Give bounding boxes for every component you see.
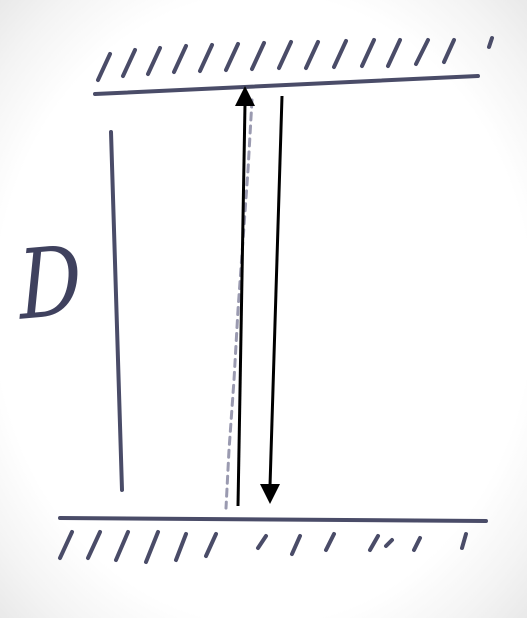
distance-label: D (15, 224, 85, 342)
bottom-plate (58, 516, 488, 523)
top-plate (93, 74, 480, 96)
top-plate-hatching (96, 36, 494, 82)
path-trace (224, 98, 254, 510)
distance-indicator-line (109, 130, 124, 492)
upward-arrow (235, 86, 255, 507)
downward-arrow (260, 95, 284, 504)
bottom-plate-hatching (58, 530, 468, 564)
